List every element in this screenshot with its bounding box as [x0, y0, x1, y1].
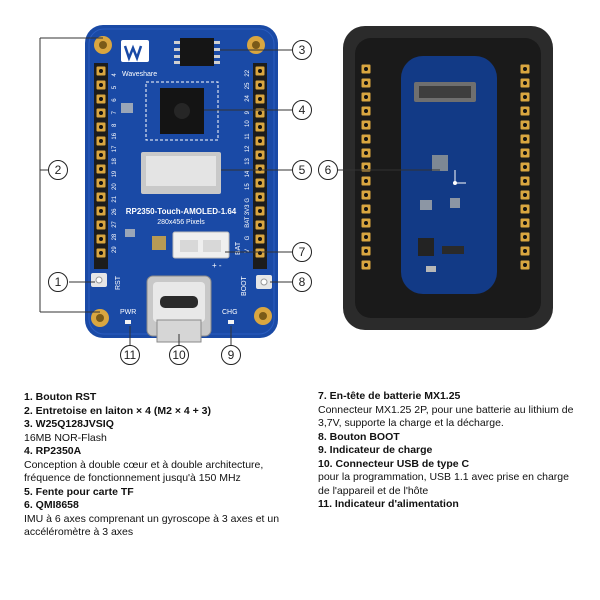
pin-label: 26 [112, 208, 118, 215]
pin-label: G [245, 235, 251, 240]
bat-label: BAT [235, 241, 242, 255]
pin-label: 16 [112, 132, 118, 139]
svg-text:6: 6 [325, 163, 332, 177]
imu-chip [432, 155, 466, 185]
callout-7: 7 [292, 242, 312, 262]
power-led [125, 320, 131, 324]
polarity-label: + - [212, 261, 222, 270]
pin-label: 28 [112, 233, 118, 240]
rp2350-outline [145, 81, 219, 141]
charge-led [228, 320, 234, 324]
callout-1: 1 [48, 272, 68, 292]
svg-text:5: 5 [299, 163, 306, 177]
legend-item-title: 8. Bouton BOOT [318, 430, 400, 443]
svg-text:8: 8 [299, 275, 306, 289]
svg-text:10: 10 [172, 348, 186, 362]
pin-label: 7 [112, 110, 118, 114]
legend-item-title: 2. Entretoise en laiton × 4 (M2 × 4 + 3) [24, 404, 212, 417]
callout-3: 3 [292, 40, 312, 60]
pin-label: 24 [245, 94, 251, 101]
legend-item-title: 6. QMI8658 [24, 499, 79, 511]
back-board [343, 26, 553, 330]
pin-label: 3V3 [245, 204, 251, 215]
pin-label: 11 [245, 133, 251, 140]
boot-label: BOOT [241, 275, 248, 296]
brass-standoff [91, 309, 109, 327]
legend-item-desc: Connecteur MX1.25 2P, pour une batterie … [318, 403, 574, 430]
legend-item-title: 11. Indicateur d'alimentation [318, 498, 459, 510]
pin-label: 6 [112, 98, 118, 102]
pin-label: BAT [245, 216, 251, 228]
legend-item-title: 4. RP2350A [24, 445, 82, 457]
callout-4: 4 [292, 100, 312, 120]
pin-label: 21 [112, 195, 118, 202]
pin-label: 10 [245, 120, 251, 127]
callout-2: 2 [48, 160, 68, 180]
pin-label: 9 [245, 110, 251, 114]
svg-text:2: 2 [55, 163, 62, 177]
callout-10: 10 [169, 345, 189, 365]
pin-label: 19 [112, 170, 118, 177]
callout-lines [39, 37, 440, 348]
svg-text:7: 7 [299, 245, 306, 259]
pwr-label: PWR [120, 309, 136, 316]
pin-label: 20 [112, 183, 118, 190]
brass-standoff [254, 307, 272, 325]
legend-item-title: 5. Fente pour carte TF [24, 485, 134, 498]
flash-chip [180, 38, 214, 66]
pin-label: 15 [245, 183, 251, 190]
pin-label: 22 [245, 69, 251, 76]
svg-text:1: 1 [55, 275, 62, 289]
pin-label: 14 [245, 170, 251, 177]
callout-6: 6 [318, 160, 338, 180]
callout-8: 8 [292, 272, 312, 292]
pin-label: 18 [112, 157, 118, 164]
brass-standoff [94, 36, 112, 54]
pin-label: 25 [245, 82, 251, 89]
pin-label: G [245, 198, 251, 203]
pin-label: 29 [112, 246, 118, 253]
pin-label: V [245, 249, 251, 253]
legend-item-title: 3. W25Q128JVSIQ [24, 418, 114, 430]
model-text: RP2350-Touch-AMOLED-1.64 [126, 207, 237, 216]
back-pcb [401, 56, 497, 294]
legend-item-desc: IMU à 6 axes comprenant un gyroscope à 3… [24, 512, 280, 539]
pin-label: 17 [112, 145, 118, 152]
legend-item-title: 9. Indicateur de charge [318, 444, 433, 456]
svg-text:9: 9 [228, 348, 235, 362]
pin-label: 12 [245, 145, 251, 152]
legend-item-title: 1. Bouton RST [24, 391, 97, 403]
pin-label: 13 [245, 157, 251, 164]
svg-text:3: 3 [299, 43, 306, 57]
brass-standoff [247, 36, 265, 54]
callout-5: 5 [292, 160, 312, 180]
legend-item-desc: Conception à double cœur et à double arc… [24, 458, 264, 485]
pin-label: 27 [112, 220, 118, 227]
brand-text: Waveshare [122, 71, 157, 78]
pin-label: 5 [112, 85, 118, 89]
pin-label: 8 [112, 123, 118, 127]
rst-label: RST [115, 275, 122, 290]
svg-text:4: 4 [299, 103, 306, 117]
legend-item-desc: 16MB NOR-Flash [24, 431, 107, 444]
callout-9: 9 [221, 345, 241, 365]
chg-label: CHG [222, 309, 238, 316]
legend-item-title: 7. En-tête de batterie MX1.25 [318, 390, 461, 402]
callout-11: 11 [120, 345, 140, 365]
svg-text:11: 11 [124, 348, 137, 362]
pin-label: 4 [112, 73, 118, 77]
legend-item-title: 10. Connecteur USB de type C [318, 457, 470, 470]
legend-item-desc: pour la programmation, USB 1.1 avec pris… [318, 471, 569, 497]
resolution-text: 280x456 Pixels [157, 219, 205, 226]
